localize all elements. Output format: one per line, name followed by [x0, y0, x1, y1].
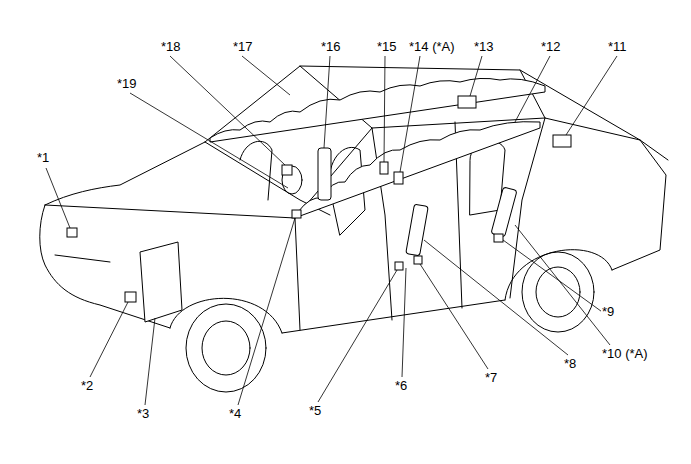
side-airbag-front [318, 148, 331, 200]
leader-line [46, 168, 70, 228]
leader-line [503, 240, 605, 314]
front-sensor [67, 228, 77, 237]
sensor [395, 262, 403, 270]
callout-number: *9 [601, 304, 615, 319]
leader-line [238, 218, 295, 405]
steering-wheel [282, 166, 302, 194]
leader-line [145, 318, 155, 405]
airbag-ecu [140, 242, 182, 322]
airbag-components [67, 78, 571, 322]
callout-number: *11 [607, 39, 628, 54]
leader-line [130, 93, 288, 188]
callout-number: *8 [563, 356, 577, 371]
side-airbag-rear [491, 187, 517, 237]
callout-number: *13 [473, 39, 495, 54]
leader-line [400, 56, 420, 172]
leader-line [515, 225, 610, 345]
leader-line [324, 56, 330, 148]
callout-number: *15 [376, 39, 398, 54]
leader-line [402, 268, 406, 377]
sensor [414, 256, 422, 264]
leader-lines [46, 56, 617, 405]
front-sensor [125, 292, 136, 302]
callout-number: *14 (*A) [408, 39, 456, 54]
hood-edge [45, 142, 205, 205]
rear-rim [536, 267, 580, 317]
callout-number: *17 [232, 39, 254, 54]
clock-spring [282, 165, 292, 175]
leader-line [470, 56, 482, 96]
connector [292, 210, 301, 218]
front-rim [202, 321, 250, 375]
callout-number: *18 [160, 39, 182, 54]
callout-number: *5 [308, 403, 322, 418]
callout-number: *7 [484, 370, 498, 385]
callout-number: *19 [116, 76, 138, 91]
seat-airbag [406, 204, 428, 256]
rear-sensor [458, 96, 476, 108]
rear-end [612, 140, 666, 270]
sill [282, 300, 505, 333]
front-wheel [186, 304, 266, 392]
roof-near [295, 118, 640, 218]
far-seat [240, 141, 272, 200]
callout-number: *16 [320, 39, 342, 54]
pretensioner [394, 172, 403, 184]
callout-number: *3 [136, 406, 150, 421]
leader-line [515, 56, 550, 122]
leader-line [90, 302, 128, 377]
trunk-lid [640, 140, 668, 160]
rear-sensor [553, 135, 571, 147]
leader-line [420, 264, 488, 369]
leader-line [424, 240, 568, 355]
rear-arch [505, 250, 612, 300]
leader-line [318, 270, 397, 402]
fender-line [45, 205, 295, 218]
front-door-front [295, 218, 300, 330]
callout-number: *6 [394, 378, 408, 393]
callout-number: *1 [36, 150, 50, 165]
leader-line [170, 56, 285, 165]
callout-number: *4 [228, 406, 242, 421]
rear-door-edge [510, 118, 545, 298]
leader-line [566, 56, 617, 135]
roof-far [205, 66, 640, 142]
leader-line [242, 56, 290, 95]
retractor [380, 162, 388, 174]
sensor [494, 234, 503, 242]
rear-wheel [522, 252, 594, 332]
callout-number: *12 [540, 39, 562, 54]
car-body [40, 66, 668, 392]
callout-number: *2 [80, 378, 94, 393]
grille [55, 255, 110, 262]
callout-number: *10 (*A) [601, 346, 649, 361]
leader-line [384, 56, 385, 162]
